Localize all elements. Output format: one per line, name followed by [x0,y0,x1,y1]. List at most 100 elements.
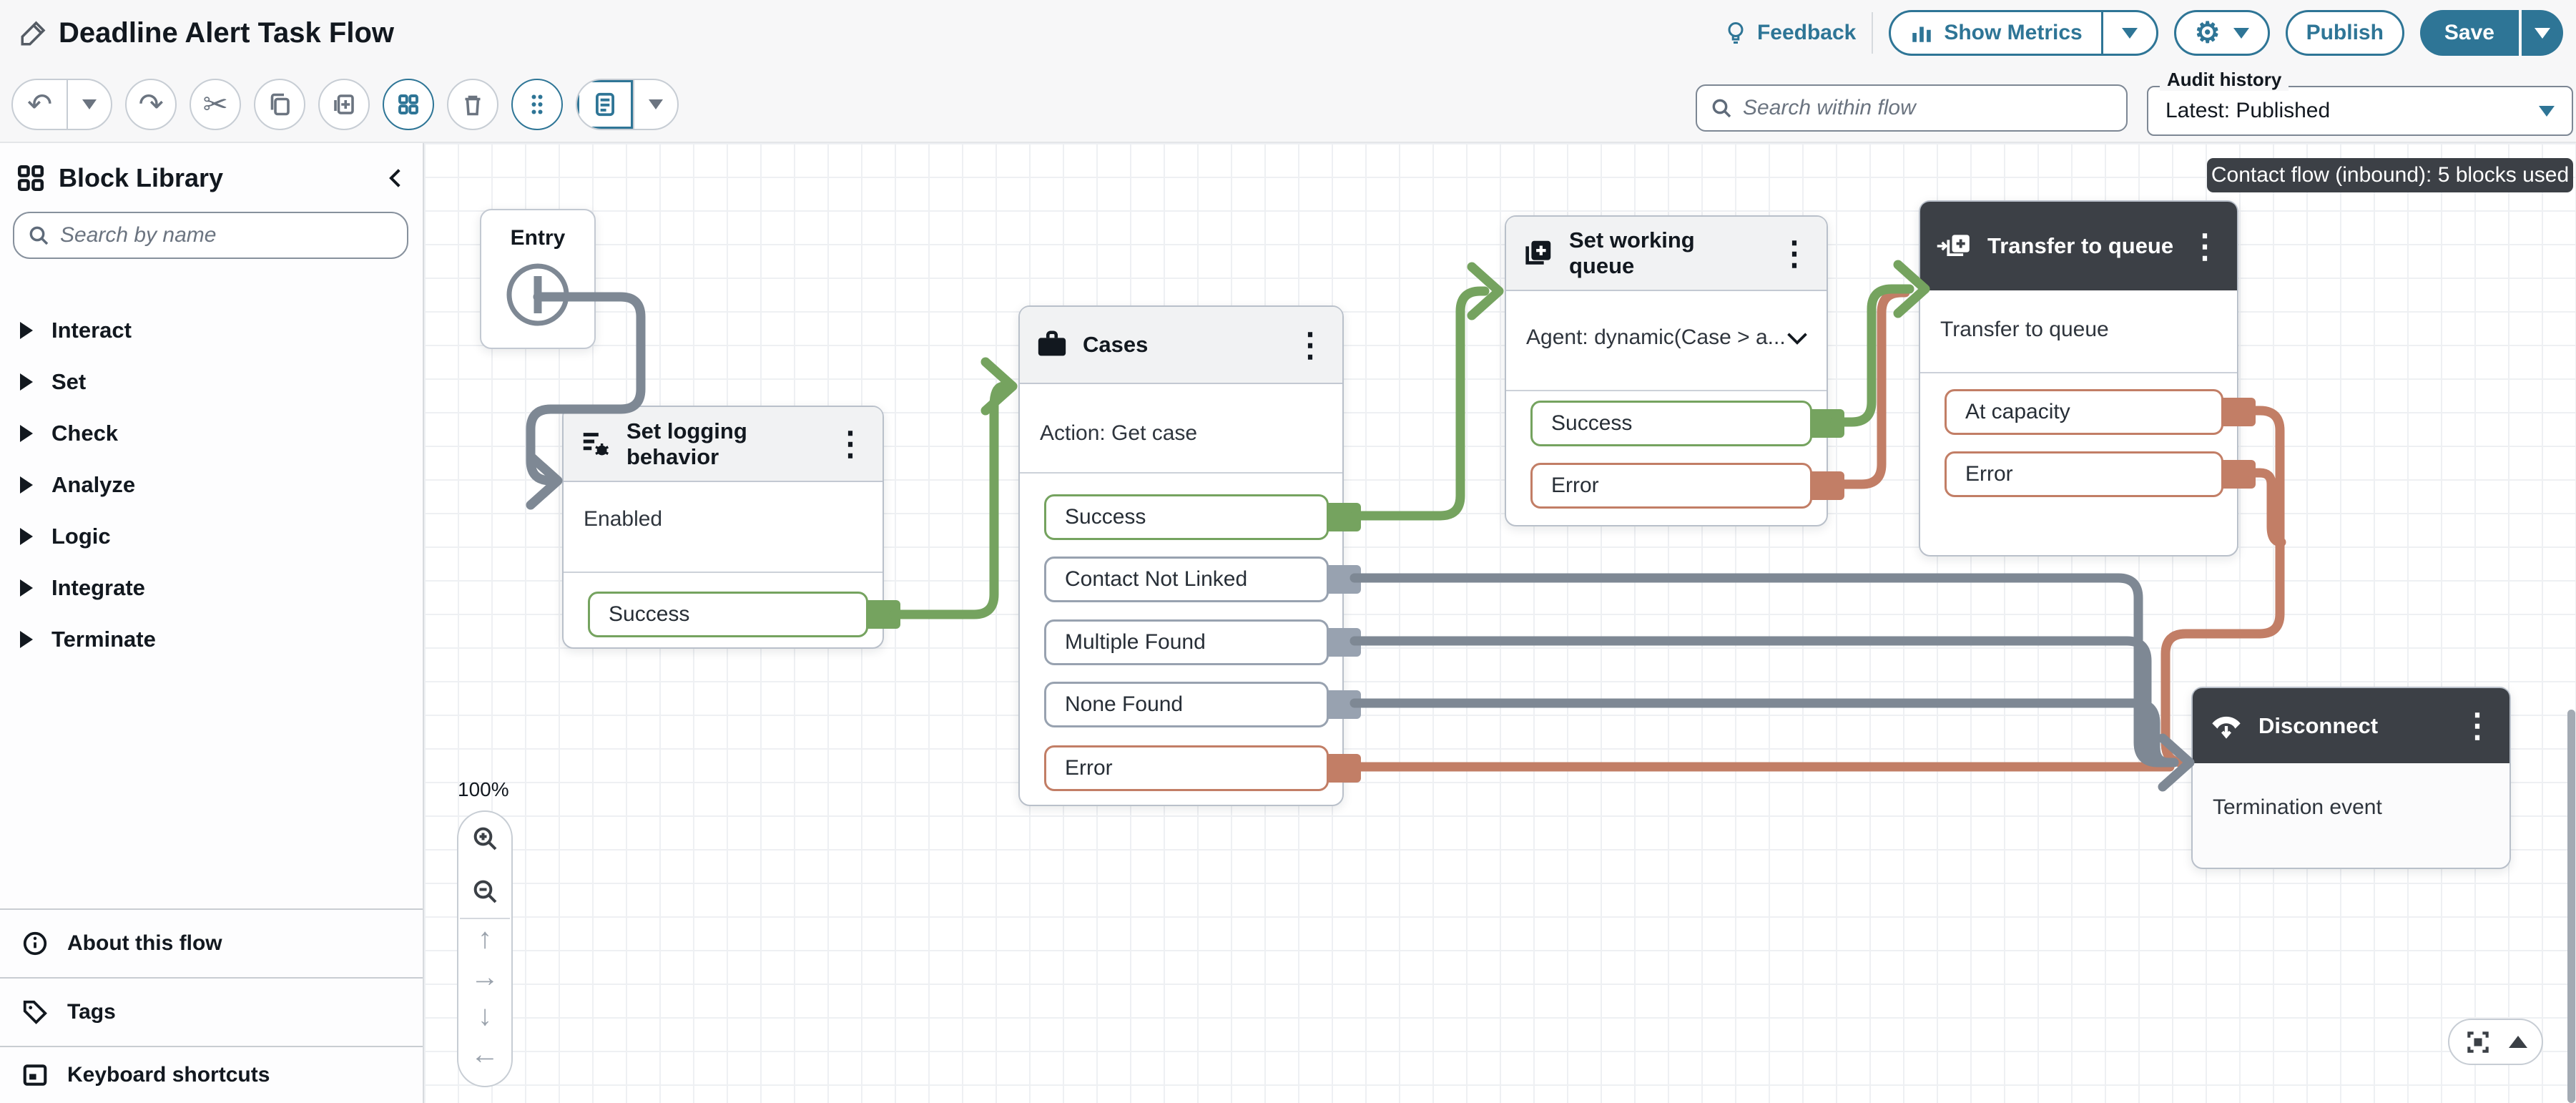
bar-chart-icon [1909,21,1934,45]
block-title: Entry [510,226,566,250]
search-within-flow[interactable] [1696,84,2128,132]
blocks-grid-button[interactable] [383,79,435,130]
port-success[interactable]: Success [1044,494,1329,540]
entry-icon [506,263,569,326]
keyboard-icon [23,1064,47,1086]
port-error[interactable]: Error [1945,451,2223,497]
search-icon [29,226,49,245]
kebab-menu-icon[interactable]: ⋮ [834,425,867,463]
search-within-flow-input[interactable] [1743,96,2113,120]
copy-button[interactable] [254,79,306,130]
kebab-menu-icon[interactable]: ⋮ [2461,707,2494,745]
sidebar-category-interact[interactable]: Interact [0,305,423,356]
undo-caret[interactable] [67,80,111,129]
block-transfer-to-queue[interactable]: Transfer to queue ⋮ Transfer to queue At… [1919,200,2238,557]
block-disconnect[interactable]: Disconnect ⋮ Termination event [2191,687,2511,869]
triangle-right-icon [20,476,33,494]
block-title: Transfer to queue [1987,233,2174,259]
tag-icon [23,1000,47,1024]
block-cases[interactable]: Cases ⋮ Action: Get case Success Contact… [1018,305,1344,806]
zoom-in-button[interactable] [457,812,513,865]
publish-button[interactable]: Publish [2285,10,2404,56]
sidebar-category-integrate[interactable]: Integrate [0,562,423,614]
paste-button[interactable] [318,79,370,130]
audit-history-value: Latest: Published [2165,99,2331,122]
zoom-level: 100% [458,778,509,800]
flow-type-badge: Contact flow (inbound): 5 blocks used [2207,158,2573,192]
block-search[interactable] [13,212,408,259]
cut-button[interactable]: ✂ [190,79,242,130]
triangle-right-icon [20,528,33,545]
zoom-out-button[interactable] [457,865,513,918]
trash-icon [465,95,481,116]
sidebar-category-set[interactable]: Set [0,356,423,408]
pan-left-button[interactable]: ← [457,1035,513,1074]
chevron-down-icon[interactable] [1786,331,1808,345]
sidebar-category-analyze[interactable]: Analyze [0,459,423,511]
block-library-panel: Block Library Interact Set Check Analyze… [0,143,424,1103]
block-library-title: Block Library [59,163,224,192]
triangle-up-icon[interactable] [2508,1036,2527,1048]
show-metrics-caret[interactable] [2100,12,2156,54]
arrow-up-icon: ↑ [478,922,492,954]
delete-button[interactable] [447,79,499,130]
tags-button[interactable]: Tags [0,977,423,1046]
pan-right-button[interactable]: → [457,958,513,996]
lightbulb-icon [1723,20,1749,46]
settings-split-button[interactable]: ⚙ [2173,10,2270,56]
block-entry[interactable]: Entry [480,209,596,349]
notes-caret[interactable] [633,80,677,129]
undo-icon: ↶ [27,87,53,121]
pan-down-button[interactable]: ↓ [457,996,513,1035]
audit-history-select[interactable]: Latest: Published [2147,86,2573,136]
port-success[interactable]: Success [1530,401,1812,446]
arrow-left-icon: ← [471,1038,499,1070]
drag-dots-button[interactable] [511,79,564,130]
port-multiple-found[interactable]: Multiple Found [1044,619,1329,665]
vertical-scrollbar[interactable] [2567,710,2575,1103]
audit-history-label: Audit history [2160,69,2289,91]
save-caret-button[interactable] [2522,10,2563,56]
port-none-found[interactable]: None Found [1044,682,1329,727]
sidebar-category-check[interactable]: Check [0,408,423,459]
block-library-icon [17,165,44,192]
port-at-capacity[interactable]: At capacity [1945,389,2223,435]
block-description: Termination event [2213,795,2382,819]
chevron-down-icon [2539,105,2555,117]
kebab-menu-icon[interactable]: ⋮ [1778,234,1811,272]
agent-parameter: Agent: dynamic(Case > a... [1526,325,1784,349]
undo-split-button: ↶ [11,79,113,130]
keyboard-shortcuts-button[interactable]: Keyboard shortcuts [0,1046,423,1103]
edit-pencil-icon[interactable] [19,18,49,48]
block-title: Cases [1083,332,1149,358]
triangle-right-icon [20,579,33,597]
disconnect-icon [2212,716,2241,739]
kebab-menu-icon[interactable]: ⋮ [1294,325,1327,363]
block-set-logging-behavior[interactable]: Set logging behavior ⋮ Enabled Success [562,406,884,649]
search-icon [1712,99,1731,118]
sidebar-category-logic[interactable]: Logic [0,511,423,562]
collapse-chevron-left-icon[interactable] [384,166,408,190]
port-success[interactable]: Success [588,592,868,637]
block-search-input[interactable] [60,223,394,247]
cases-icon [1038,330,1066,356]
feedback-button[interactable]: Feedback [1723,20,1856,46]
notes-split-button [576,79,679,130]
pan-up-button[interactable]: ↑ [457,919,513,958]
triangle-right-icon [20,631,33,648]
arrow-down-icon: ↓ [478,999,492,1031]
sidebar-category-terminate[interactable]: Terminate [0,614,423,665]
fit-to-screen-icon[interactable] [2464,1029,2492,1056]
port-error[interactable]: Error [1530,463,1812,509]
port-contact-not-linked[interactable]: Contact Not Linked [1044,557,1329,602]
kebab-menu-icon[interactable]: ⋮ [2188,227,2221,265]
save-button[interactable]: Save [2419,10,2519,56]
redo-button[interactable]: ↷ [125,79,177,130]
block-set-working-queue[interactable]: Set working queue ⋮ Agent: dynamic(Case … [1505,215,1828,526]
about-this-flow-button[interactable]: About this flow [0,908,423,977]
undo-button[interactable]: ↶ [13,80,67,129]
canvas-zoom-controls: ↑ → ↓ ← [457,810,513,1087]
port-error[interactable]: Error [1044,745,1329,791]
show-metrics-button[interactable]: Show Metrics [1891,12,2100,54]
notes-button[interactable] [577,80,633,129]
